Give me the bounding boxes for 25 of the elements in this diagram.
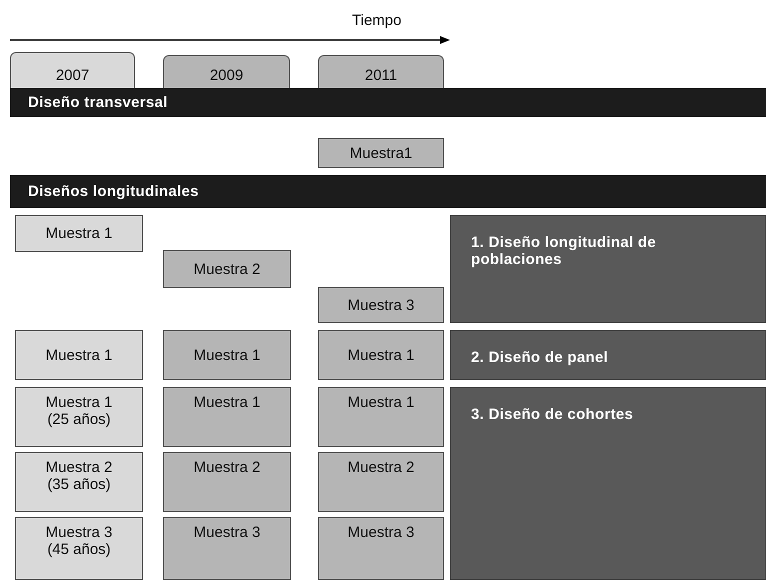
sample-box: Muestra 3 (45 años)	[15, 517, 143, 580]
sample-box: Muestra 1	[15, 330, 143, 380]
section-header-bar: Diseño transversal	[10, 88, 766, 117]
sample-box: Muestra 3	[318, 517, 444, 580]
section-header-bar: Diseños longitudinales	[10, 175, 766, 208]
sample-box: Muestra 1 (25 años)	[15, 387, 143, 447]
year-tab: 2007	[10, 52, 135, 88]
sample-box: Muestra 1	[163, 387, 291, 447]
sample-box: Muestra 3	[318, 287, 444, 323]
sample-box: Muestra 1	[15, 215, 143, 252]
sample-box: Muestra 2	[163, 452, 291, 512]
design-type-panel: 3. Diseño de cohortes	[450, 387, 766, 580]
year-tab: 2011	[318, 55, 444, 88]
sample-box: Muestra 3	[163, 517, 291, 580]
sample-box: Muestra 1	[318, 387, 444, 447]
sample-box: Muestra 1	[163, 330, 291, 380]
sample-box: Muestra1	[318, 138, 444, 168]
sample-box: Muestra 2	[163, 250, 291, 288]
sample-box: Muestra 1	[318, 330, 444, 380]
design-type-panel: 1. Diseño longitudinal de poblaciones	[450, 215, 766, 323]
sample-box: Muestra 2 (35 años)	[15, 452, 143, 512]
design-type-panel: 2. Diseño de panel	[450, 330, 766, 380]
sample-box: Muestra 2	[318, 452, 444, 512]
year-tab: 2009	[163, 55, 290, 88]
axis-label: Tiempo	[352, 12, 402, 29]
